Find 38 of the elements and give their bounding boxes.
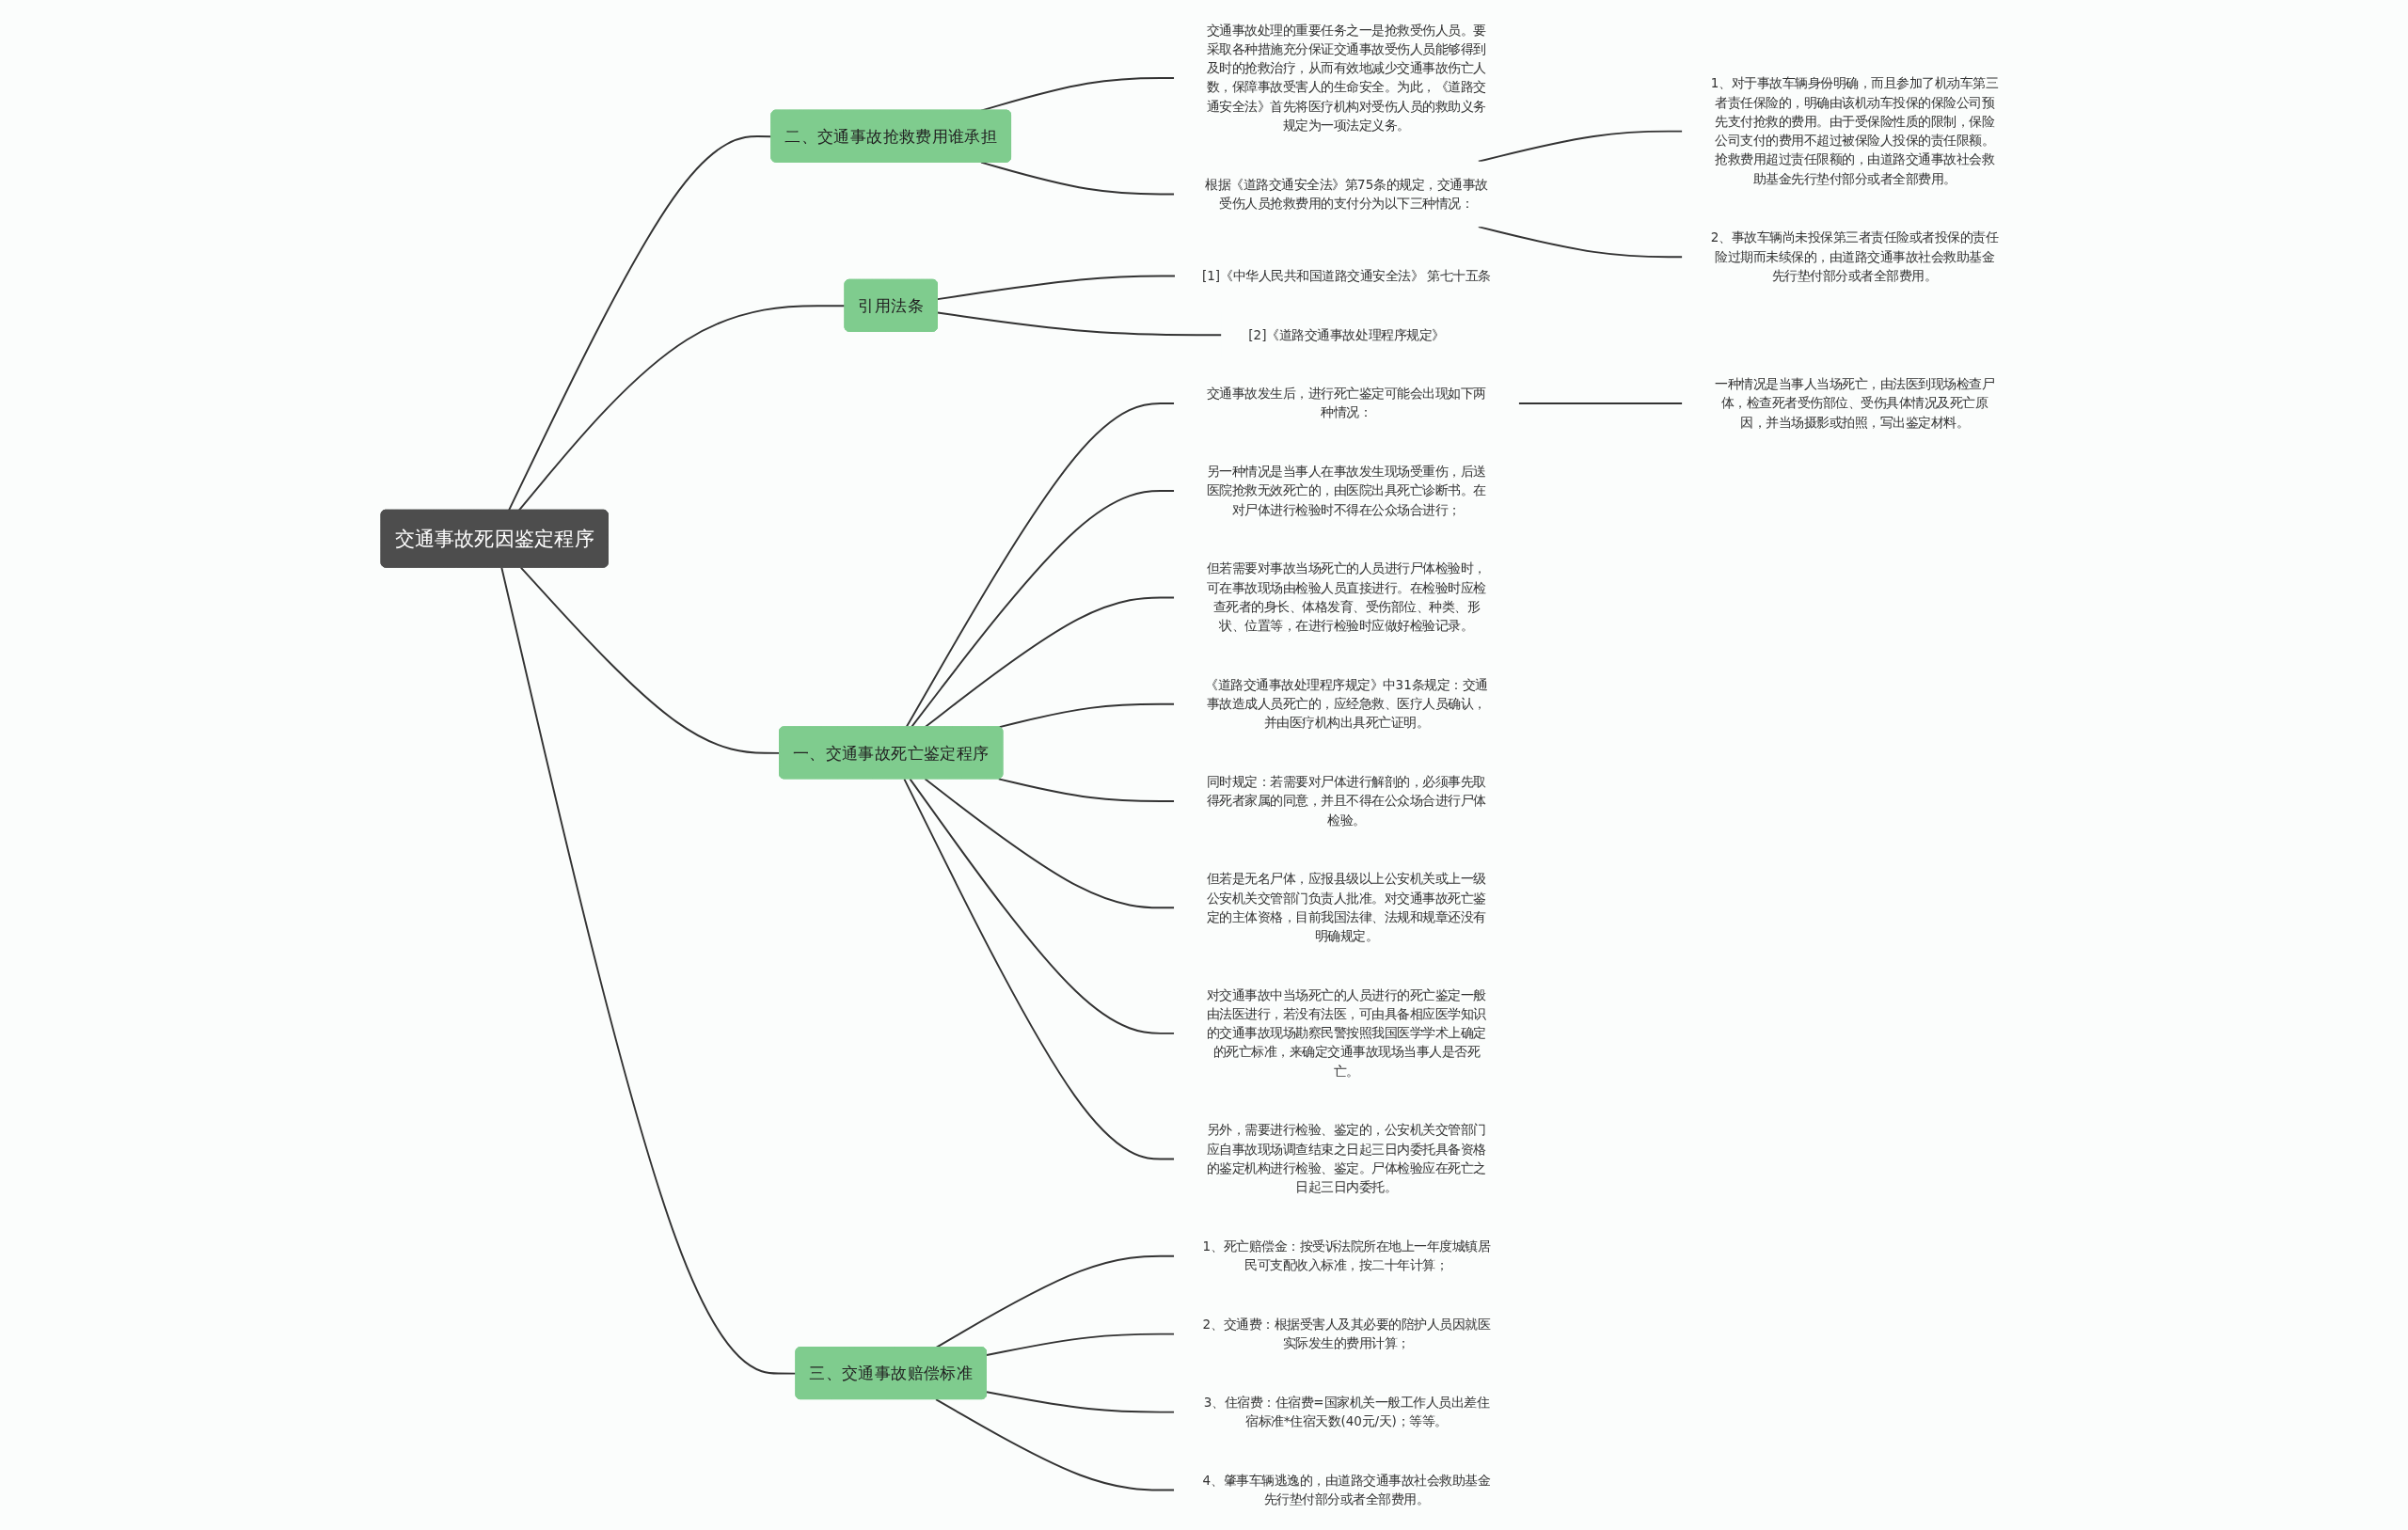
connector	[935, 1398, 1176, 1491]
connector	[980, 161, 1176, 196]
node-text: [2]《道路交通事故处理程序规定》	[1248, 326, 1445, 342]
connector	[924, 778, 1176, 909]
node-text: 交通事故处理的重要任务之一是抢救受伤人员。要采取各种措施充分保证交通事故受伤人员能够得到及时的抢救治疗，从而有效地减少交通事故伤亡人数，保障事故受害人的生命安全。为此，《道路交通安全法》首先将医疗机构对受伤人员的救助义务规定为一项法定义务。	[1206, 23, 1486, 133]
connector	[517, 305, 847, 512]
node-text: 但若是无名尸体，应报县级以上公安机关或上一级公安机关交管部门负责人批准。对交通事故死亡鉴定的主体资格，目前我国法律、法规和规章还没有明确规定。	[1206, 871, 1486, 943]
connector	[924, 596, 1176, 729]
node-text: 另外，需要进行检验、鉴定的，公安机关交管部门应自事故现场调查结束之日起三日内委托具备资格的鉴定机构进行检验、鉴定。尸体检验应在死亡之日起三日内委托。	[1206, 1122, 1486, 1195]
connector	[1477, 130, 1684, 163]
connector	[909, 778, 1176, 1034]
node-text: 另一种情况是当事人在事故发生现场受重伤，后送医院抢救无效死亡的，由医院出具死亡诊断书。在对尸体进行检验时不得在公众场合进行；	[1206, 464, 1486, 517]
node-text: 3、住宿费：住宿费=国家机关一般工作人员出差住宿标准*住宿天数(40元/天)；等等。	[1203, 1395, 1490, 1428]
node-text: 交通事故发生后，进行死亡鉴定可能会出现如下两种情况：	[1206, 386, 1486, 420]
node-text: 1、对于事故车辆身份明确，而且参加了机动车第三者责任保险的，明确由该机动车投保的保险公司预先支付抢救的费用。由于受保险性质的限制，保险公司支付的费用不超过被保险人投保的责任限额。抢救费用超过责任限额的，由道路交通事故社会救助基金先行垫付部分或者全部费用。	[1710, 75, 1999, 186]
connector	[936, 275, 1176, 301]
connector	[986, 1333, 1176, 1356]
connector	[997, 702, 1176, 729]
connector	[936, 311, 1223, 337]
connector	[1477, 226, 1684, 259]
node-text: 根据《道路交通安全法》第75条的规定，交通事故受伤人员抢救费用的支付分为以下三种情况：	[1205, 177, 1488, 211]
node-text: 对交通事故中当场死亡的人员进行的死亡鉴定一般由法医进行，若没有法医，可由具备相应医学知识的交通事故现场勘察民警按照我国医学学术上确定的死亡标准，来确定交通事故现场当事人是否死亡。	[1206, 987, 1486, 1079]
node-text: 2、交通费：根据受害人及其必要的陪护人员因就医实际发生的费用计算；	[1202, 1317, 1491, 1351]
connector	[986, 1391, 1176, 1413]
node-text: 《道路交通事故处理程序规定》中31条规定：交通事故造成人员死亡的，应经急救、医疗人员确认，并由医疗机构出具死亡证明。	[1205, 677, 1488, 731]
node-text: [1]《中华人民共和国道路交通安全法》 第七十五条	[1201, 268, 1491, 283]
node-text: 同时规定：若需要对尸体进行解剖的，必须事先取得死者家属的同意，并且不得在公众场合进行尸体检验。	[1206, 774, 1486, 828]
connector	[1517, 402, 1684, 404]
node-text: 2、事故车辆尚未投保第三者责任险或者投保的责任险过期而未续保的，由道路交通事故社会救助基金先行垫付部分或者全部费用。	[1710, 229, 1999, 283]
node-text: 一种情况是当事人当场死亡，由法医到现场检查尸体，检查死者受伤部位、受伤具体情况及死亡原因，并当场摄影或拍照，写出鉴定材料。	[1715, 376, 1995, 430]
connector	[997, 778, 1176, 802]
node-text: 4、肇事车辆逃逸的，由道路交通事故社会救助基金先行垫付部分或者全部费用。	[1202, 1473, 1491, 1506]
connector	[910, 490, 1176, 729]
node-text: 但若需要对事故当场死亡的人员进行尸体检验时，可在事故现场由检验人员直接进行。在检验时应检查死者的身长、体格发育、受伤部位、种类、形状、位置等，在进行检验时应做好检验记录。	[1206, 560, 1486, 634]
connector	[903, 778, 1176, 1160]
node-text: 1、死亡赔偿金：按受诉法院所在地上一年度城镇居民可支配收入标准，按二十年计算；	[1202, 1238, 1491, 1273]
connector	[980, 77, 1176, 112]
connector	[905, 402, 1176, 729]
